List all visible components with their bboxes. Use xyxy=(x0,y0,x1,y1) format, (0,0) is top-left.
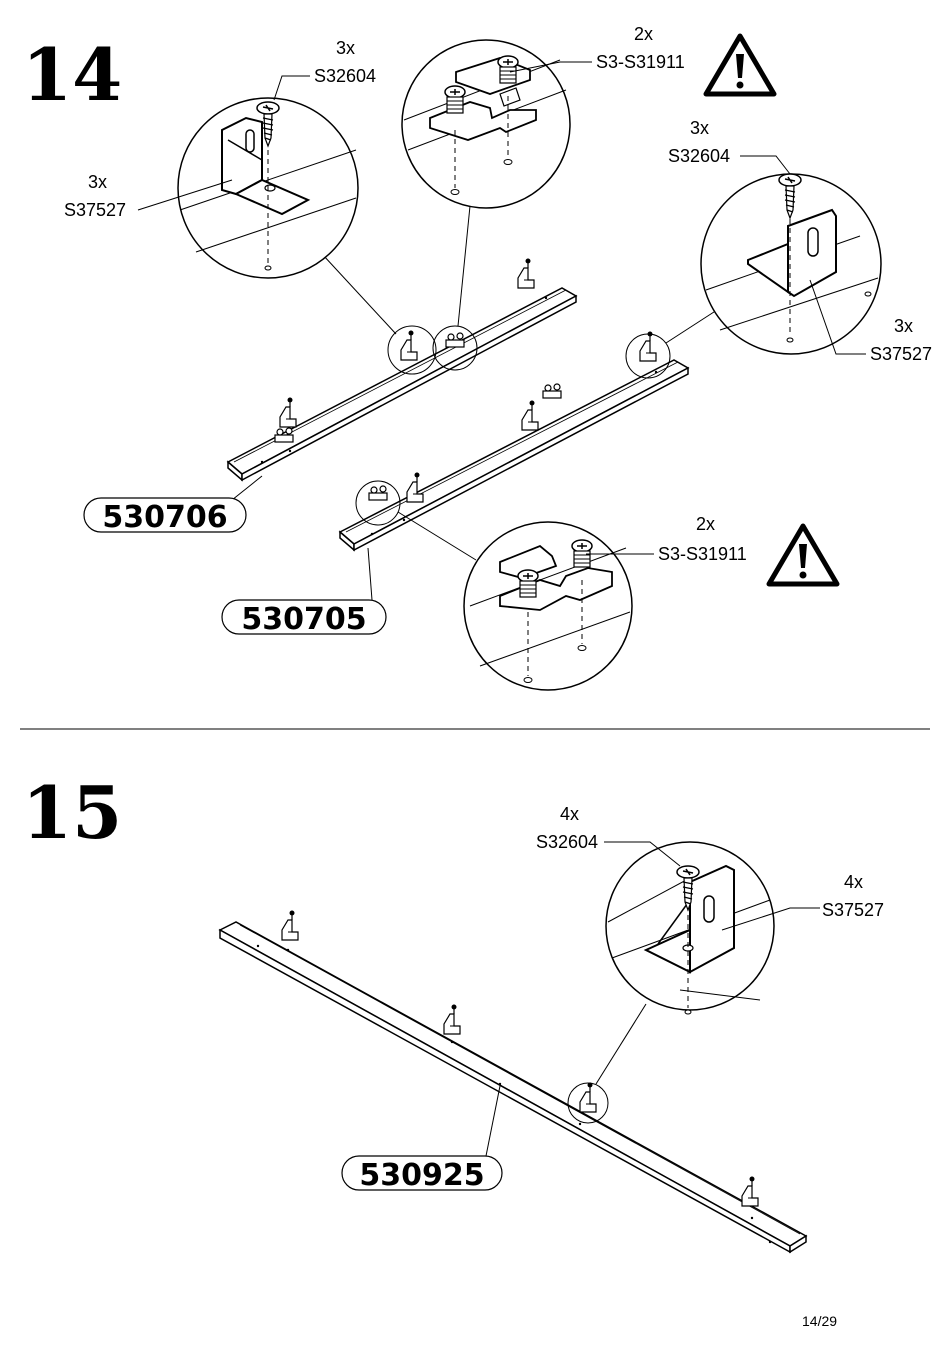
callout-screw-right-qty: 3x xyxy=(690,118,709,138)
callout-screw-left-code: S32604 xyxy=(314,66,376,86)
svg-text:530705: 530705 xyxy=(241,602,366,637)
callout-bracket-right-code: S37527 xyxy=(870,344,932,364)
detail-bottom-cam xyxy=(463,521,633,691)
part-label-530925: 530925 xyxy=(341,1155,503,1193)
svg-text:530706: 530706 xyxy=(102,500,227,535)
callout-cam-bottom-code: S3-S31911 xyxy=(658,544,747,564)
svg-text:530925: 530925 xyxy=(359,1158,484,1193)
callout-bracket-left-qty: 3x xyxy=(88,172,107,192)
board-530706 xyxy=(226,257,578,482)
callout-cam-top-code: S3-S31911 xyxy=(596,52,685,72)
page-number: 14/29 xyxy=(802,1313,837,1329)
callout-screw-left-qty: 3x xyxy=(336,38,355,58)
detail-left-bracket xyxy=(177,97,359,279)
part-label-530706: 530706 xyxy=(83,497,247,535)
detail-top-cam xyxy=(401,39,571,209)
board-530925 xyxy=(218,909,808,1254)
callout-bracket-right-qty: 3x xyxy=(894,316,913,336)
step-15-number: 15 xyxy=(22,770,122,855)
warning-triangle-icon xyxy=(706,36,774,94)
detail-step15-bracket xyxy=(605,841,775,1015)
callout-step15-screw-qty: 4x xyxy=(560,804,579,824)
part-label-530705: 530705 xyxy=(221,599,387,637)
callout-step15-screw-code: S32604 xyxy=(536,832,598,852)
callout-cam-bottom-qty: 2x xyxy=(696,514,715,534)
warning-triangle-icon xyxy=(769,526,837,584)
step-14-number: 14 xyxy=(22,32,122,117)
board-530705 xyxy=(338,330,690,552)
detail-right-bracket xyxy=(700,173,882,355)
callout-step15-bracket-qty: 4x xyxy=(844,872,863,892)
callout-step15-bracket-code: S37527 xyxy=(822,900,884,920)
callout-screw-right-code: S32604 xyxy=(668,146,730,166)
callout-cam-top-qty: 2x xyxy=(634,24,653,44)
callout-bracket-left-code: S37527 xyxy=(64,200,126,220)
